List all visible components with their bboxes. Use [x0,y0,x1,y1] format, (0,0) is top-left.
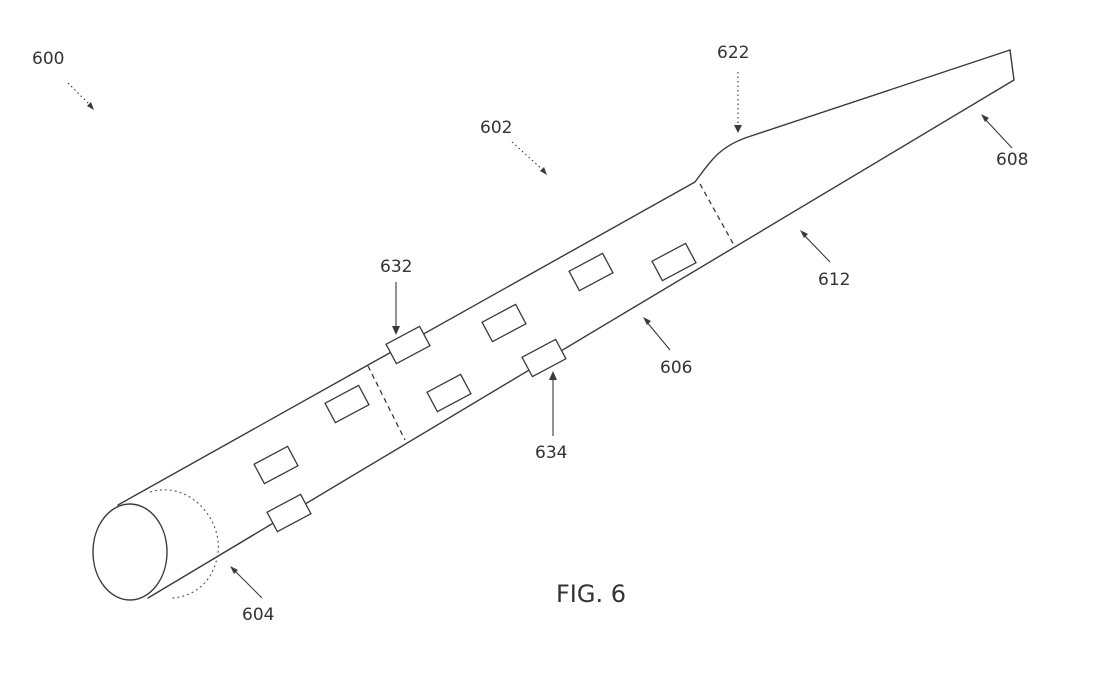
sensor-patch [254,446,298,483]
arrowhead-622 [734,125,742,133]
section-divider-2 [700,184,735,247]
ref-label-602: 602 [480,118,512,138]
sensor-patch [427,374,471,411]
ref-label-606: 606 [660,358,692,378]
arrowhead-634 [549,371,557,380]
sensor-patch [267,494,311,531]
blade-root-end [93,504,167,600]
arrowhead-632 [392,326,400,335]
leader-600 [68,83,92,107]
blade-tip-edge [1010,50,1014,80]
section-divider-1 [368,366,405,440]
ref-label-634: 634 [535,443,567,463]
sensor-patch [652,243,696,280]
figure-caption: FIG. 6 [556,580,626,608]
leader-608 [984,118,1012,148]
sensor-patch [482,304,526,341]
arrowhead-602 [540,167,547,175]
leader-604 [234,570,262,598]
sensor-group [254,243,696,531]
blade-upper-edge [118,50,1010,505]
ref-label-622: 622 [717,43,749,63]
arrowhead-606 [643,317,651,325]
sensor-patch [569,253,613,290]
ref-label-632: 632 [380,257,412,277]
ref-label-604: 604 [242,605,274,625]
ref-label-612: 612 [818,270,850,290]
ref-label-608: 608 [996,150,1028,170]
leader-602 [512,142,545,172]
leader-606 [646,321,670,350]
blade-root-hidden-edge [150,490,218,598]
arrowhead-608 [981,114,989,122]
sensor-patch [386,326,430,363]
arrowhead-612 [800,230,808,238]
sensor-patch [325,385,369,422]
leader-612 [803,234,830,262]
ref-label-600: 600 [32,49,64,69]
